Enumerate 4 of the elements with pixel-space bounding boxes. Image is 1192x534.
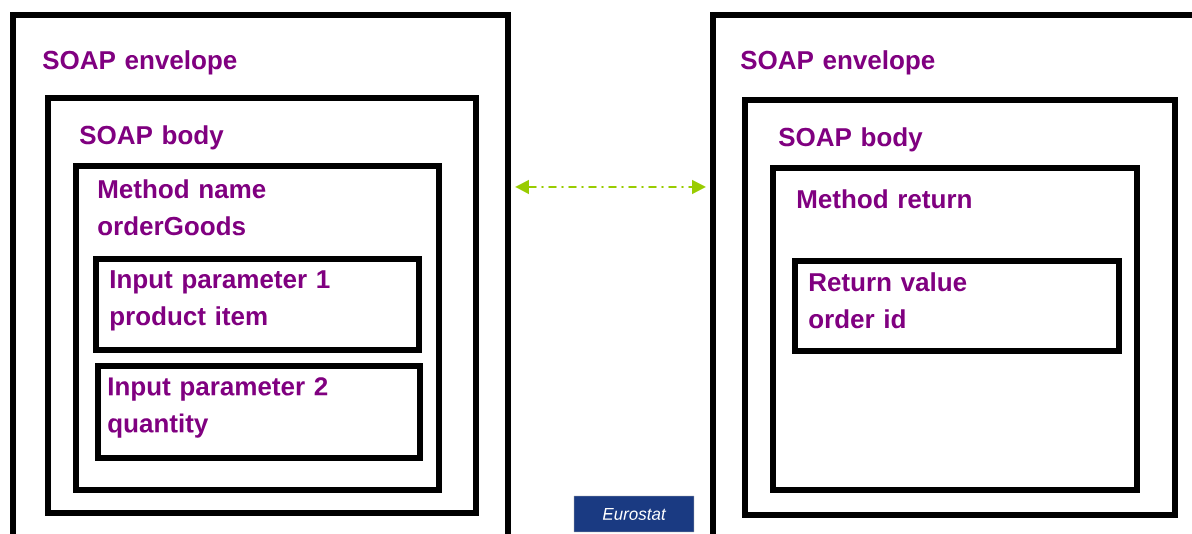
badge: Eurostat — [573, 495, 695, 533]
nested-box: Return value order id — [792, 258, 1122, 354]
nested-box: Input parameter 1 product item — [93, 256, 422, 353]
nested-box: Input parameter 2 quantity — [95, 363, 423, 461]
